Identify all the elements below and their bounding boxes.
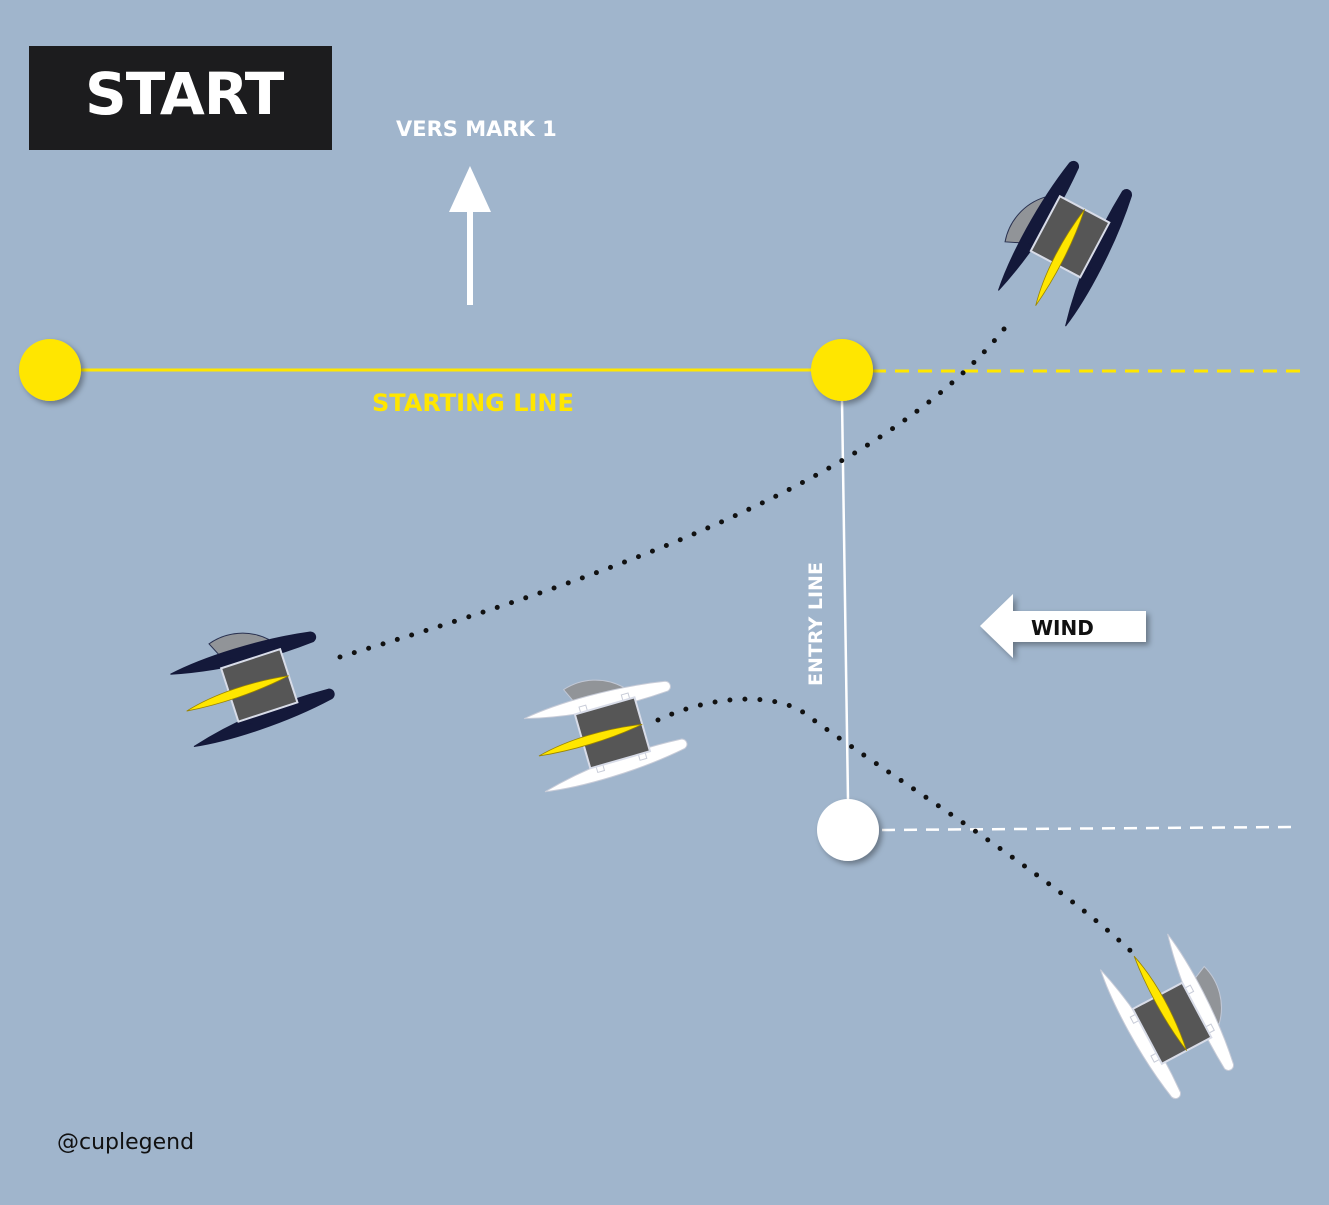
entry-line	[840, 399, 1293, 832]
committee-boat-buoy	[811, 339, 873, 401]
entry-mark-buoy	[817, 799, 879, 861]
credit-text: @cuplegend	[57, 1130, 195, 1155]
starting-line-label: STARTING LINE	[372, 389, 574, 417]
starting-line	[50, 368, 1300, 373]
white-boat-center	[517, 657, 692, 797]
white-boat-bottom-right	[1095, 923, 1257, 1105]
wind-arrow	[980, 594, 1146, 658]
white-boat-path	[655, 696, 1143, 963]
mark-1-arrow	[449, 166, 491, 305]
navy-boat-path	[337, 321, 1011, 660]
navy-boat-top	[980, 147, 1141, 330]
entry-line-label: ENTRY LINE	[805, 562, 827, 686]
pin-end-buoy	[19, 339, 81, 401]
navy-boat-left	[163, 608, 339, 752]
title-box: START	[29, 46, 332, 150]
page-title: START	[85, 60, 284, 128]
wind-label: WIND	[1031, 616, 1094, 640]
mark-1-label: VERS MARK 1	[396, 117, 557, 141]
